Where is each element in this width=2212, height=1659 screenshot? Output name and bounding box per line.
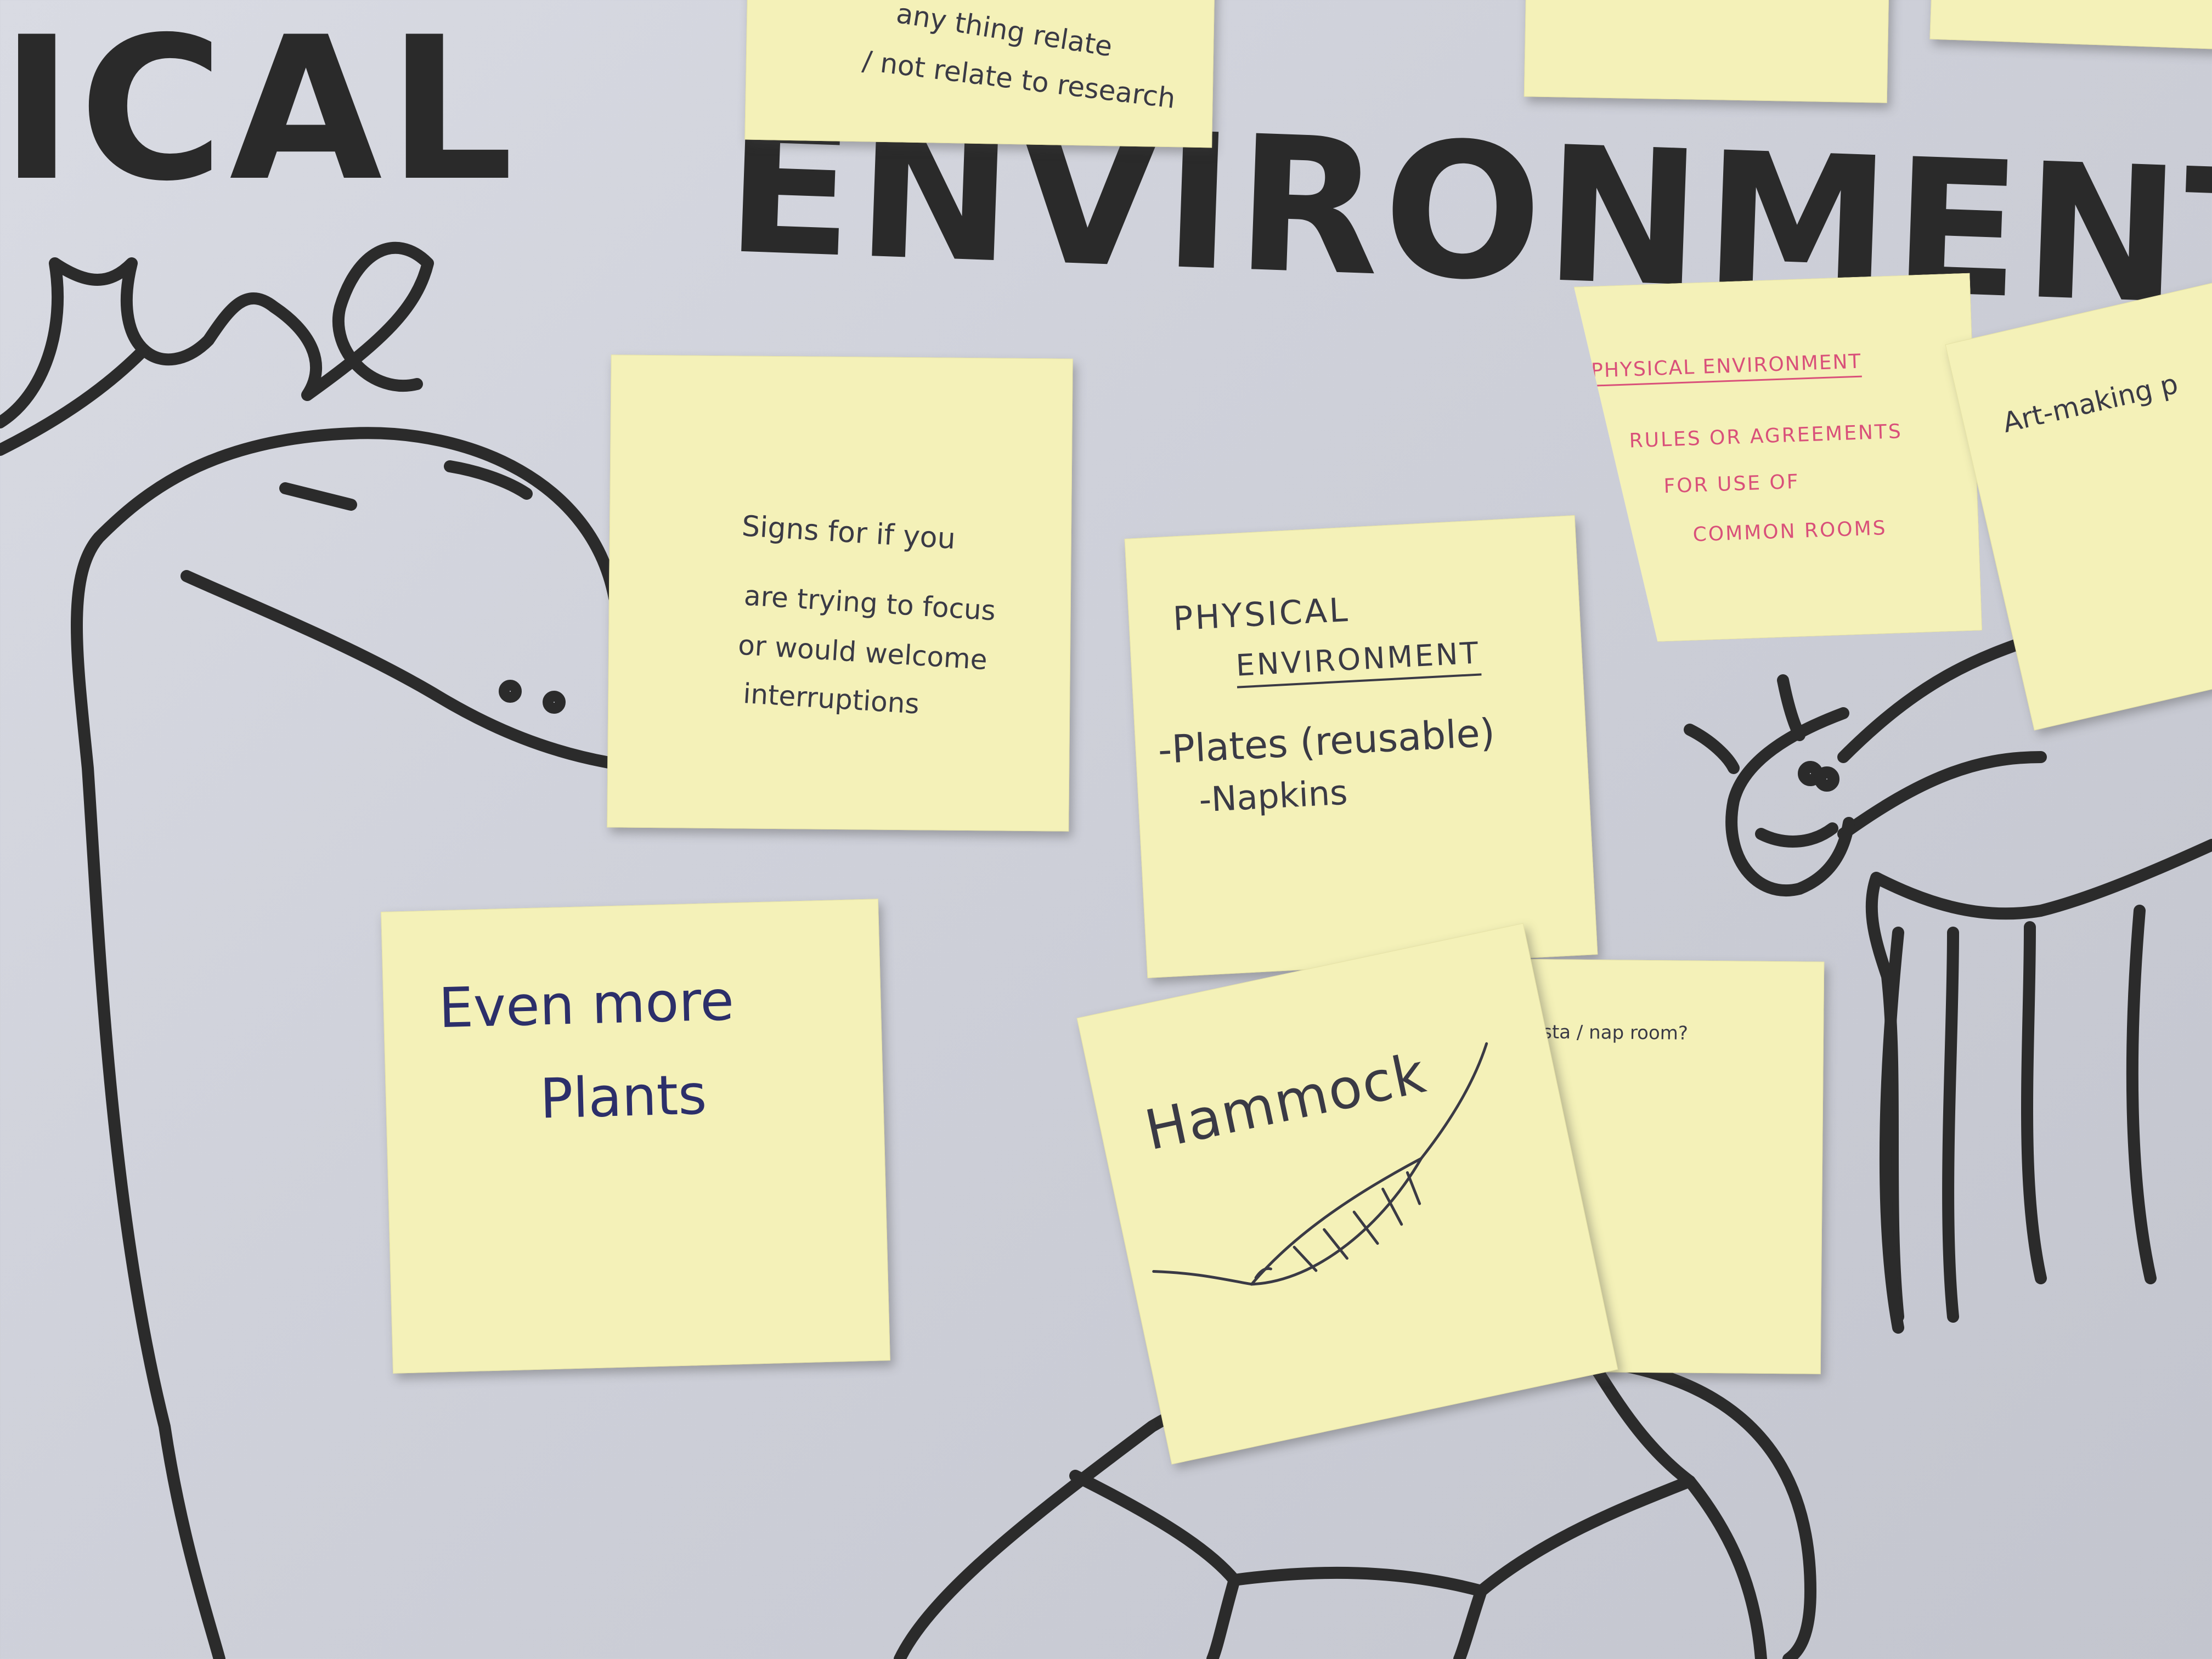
turtle-shell <box>1069 1470 1696 1597</box>
right-creature-leg <box>2126 905 2157 1284</box>
sticky-note-top[interactable]: any thing relate / not relate to researc… <box>744 0 1215 148</box>
note-line: Plants <box>539 1062 708 1131</box>
note-line: Signs for if you <box>741 510 957 556</box>
right-creature-horn <box>1684 724 1740 774</box>
creature-nostril <box>499 680 522 703</box>
right-creature-eye <box>1814 766 1839 792</box>
turtle-shell <box>1684 1475 1767 1659</box>
note-line: / not relate to research <box>860 44 1177 115</box>
right-creature-leg <box>1942 927 1959 1323</box>
note-line: PHYSICAL <box>1172 590 1351 639</box>
heading-left: ICAL <box>0 0 520 224</box>
turtle-shell <box>1453 1585 1487 1659</box>
note-line: Art-making p <box>2000 368 2181 439</box>
creature-eye <box>279 482 357 511</box>
right-creature-mouth <box>1755 822 1838 848</box>
note-line: -Napkins <box>1198 772 1349 820</box>
note-line: FOR USE OF <box>1663 470 1801 498</box>
sticky-note-hammock[interactable]: Hammock <box>1076 923 1618 1465</box>
right-creature-neck <box>1837 630 2047 840</box>
note-line: or would welcome <box>737 629 989 676</box>
note-line: are trying to focus <box>743 579 997 627</box>
note-line: interruptions <box>742 678 921 720</box>
hammock-sketch <box>1152 1042 1488 1286</box>
creature-eye <box>444 460 533 500</box>
creature-antler <box>0 345 149 456</box>
creature-antler <box>0 241 434 428</box>
note-title: PHYSICAL ENVIRONMENT <box>1590 349 1862 387</box>
turtle-shell <box>1206 1574 1240 1659</box>
sticky-note-signs[interactable]: Signs for if you are trying to focus or … <box>607 354 1073 832</box>
right-creature-body <box>1865 839 2212 1323</box>
sticky-note-physical-plates[interactable]: PHYSICAL ENVIRONMENT -Plates (reusable) … <box>1124 515 1598 978</box>
right-creature-head <box>1725 707 1855 897</box>
note-line: RULES OR AGREEMENTS <box>1629 420 1903 453</box>
note-line: -Plates (reusable) <box>1156 710 1496 773</box>
note-line: Even more <box>438 968 735 1041</box>
creature-jaw <box>180 570 615 769</box>
note-line: COMMON ROOMS <box>1692 517 1888 546</box>
right-creature-leg <box>2021 921 2047 1284</box>
note-line: ENVIRONMENT <box>1235 633 1482 689</box>
turtle-shell <box>1585 1355 1696 1487</box>
right-creature-horn <box>1777 674 1805 741</box>
sticky-note-plants[interactable]: Even more Plants <box>381 899 890 1374</box>
right-creature-leg <box>1879 927 1904 1334</box>
sticky-note-top-right[interactable] <box>1523 0 1890 103</box>
creature-nostril <box>543 691 566 714</box>
creature-neck <box>71 427 620 1659</box>
